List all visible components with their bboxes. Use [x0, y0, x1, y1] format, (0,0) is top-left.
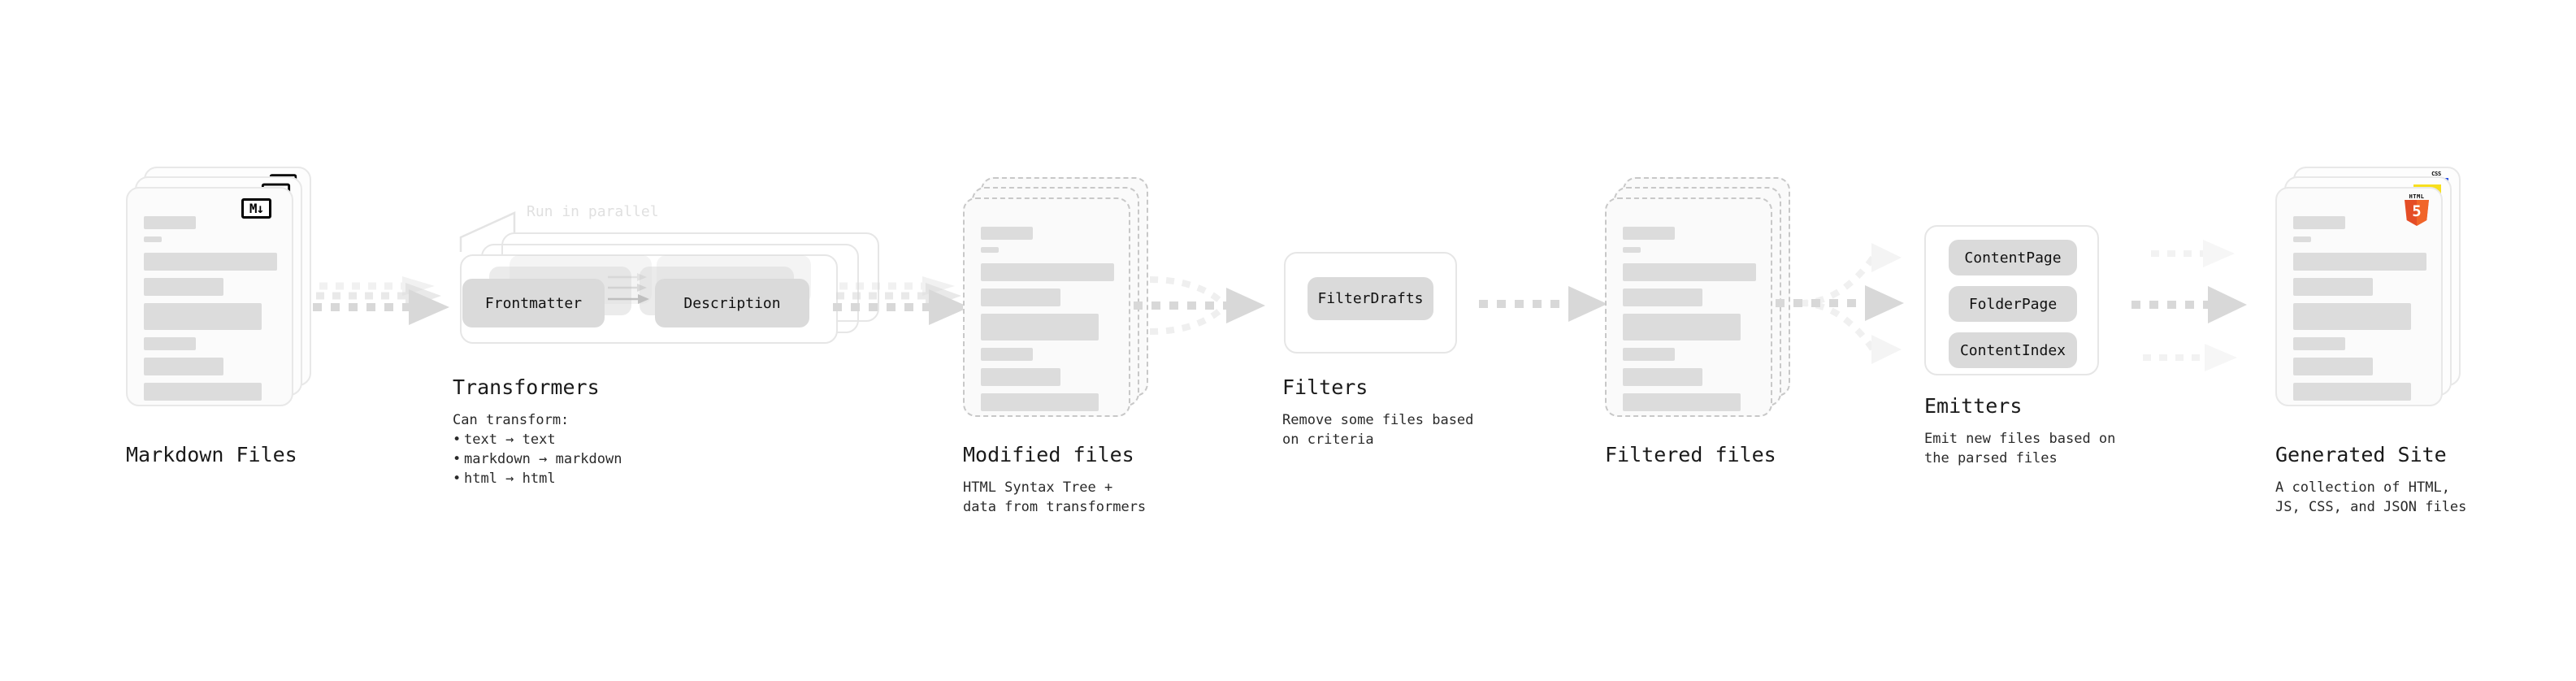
arrow-transformers-to-modified [833, 276, 969, 325]
markdown-file-content [144, 216, 277, 408]
filtered-file-card-front [1605, 197, 1772, 417]
transformer-chip-frontmatter[interactable]: Frontmatter [462, 279, 605, 327]
emitter-chip-contentpage[interactable]: ContentPage [1949, 240, 2077, 275]
transformers-subtitle-heading: Can transform: [453, 412, 570, 428]
html5-shield-shape: 5 [2405, 200, 2429, 226]
modified-file-content [981, 227, 1114, 419]
arrow-modified-to-filters [1134, 276, 1265, 335]
emitter-chip-contentindex[interactable]: ContentIndex [1949, 332, 2077, 368]
filters-caption: Filters Remove some files based on crite… [1282, 375, 1473, 449]
transformers-list: text → text markdown → markdown html → h… [453, 430, 622, 488]
filtered-files-caption: Filtered files [1605, 443, 1776, 466]
emitter-chip-folderpage[interactable]: FolderPage [1949, 286, 2077, 322]
modified-file-card-front [963, 197, 1130, 417]
arrow-markdown-to-transformers [313, 276, 449, 325]
generated-file-card-front: HTML 5 [2275, 187, 2443, 406]
filters-title: Filters [1282, 375, 1368, 399]
run-in-parallel-label: Run in parallel [527, 203, 659, 220]
css-badge-label: CSS [2431, 171, 2441, 177]
filtered-files-title: Filtered files [1605, 443, 1776, 466]
html5-badge-icon: HTML 5 [2403, 193, 2431, 226]
filtered-file-content [1623, 227, 1756, 419]
markdown-file-card-front: M↓ [126, 187, 293, 406]
arrow-filtered-to-emitters [1776, 243, 1904, 364]
transformer-inner-arrows [608, 273, 649, 304]
generated-site-subtitle: A collection of HTML, JS, CSS, and JSON … [2275, 479, 2467, 515]
html5-badge-label: HTML [2409, 193, 2425, 200]
modified-files-caption: Modified files HTML Syntax Tree + data f… [963, 443, 1146, 517]
markdown-files-title: Markdown Files [126, 443, 297, 466]
filters-subtitle: Remove some files based on criteria [1282, 412, 1474, 448]
run-in-parallel-bracket [459, 211, 516, 252]
transformers-list-item: html → html [453, 469, 622, 488]
transformers-list-item: text → text [453, 430, 622, 449]
filter-chip-filterdrafts[interactable]: FilterDrafts [1308, 277, 1433, 320]
generated-site-caption: Generated Site A collection of HTML, JS,… [2275, 443, 2466, 517]
emitters-title: Emitters [1924, 394, 2023, 418]
arrow-emitters-to-site [2131, 240, 2247, 371]
modified-files-subtitle: HTML Syntax Tree + data from transformer… [963, 479, 1147, 515]
emitters-caption: Emitters Emit new files based on the par… [1924, 394, 2115, 468]
transformers-list-item: markdown → markdown [453, 449, 622, 469]
generated-site-title: Generated Site [2275, 443, 2447, 466]
html5-badge-number: 5 [2412, 202, 2422, 220]
transformer-chip-description[interactable]: Description [655, 279, 809, 327]
transformers-title: Transformers [453, 375, 600, 399]
arrow-filters-to-filtered [1479, 286, 1607, 322]
markdown-files-caption: Markdown Files [126, 443, 297, 466]
transformers-caption: Transformers Can transform: text → text … [453, 375, 622, 488]
markdown-badge-icon: M↓ [241, 198, 271, 219]
generated-file-content [2293, 216, 2426, 408]
modified-files-title: Modified files [963, 443, 1134, 466]
emitters-subtitle: Emit new files based on the parsed files [1924, 431, 2116, 466]
